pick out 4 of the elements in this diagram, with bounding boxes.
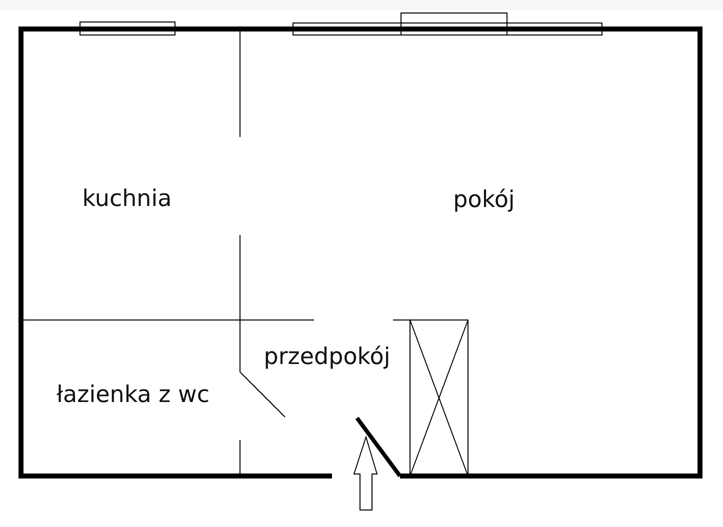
room-label: kuchnia <box>82 186 172 212</box>
room-label: pokój <box>453 187 515 213</box>
room-label: łazienka z wc <box>56 382 210 408</box>
room-label: przedpokój <box>264 344 390 370</box>
